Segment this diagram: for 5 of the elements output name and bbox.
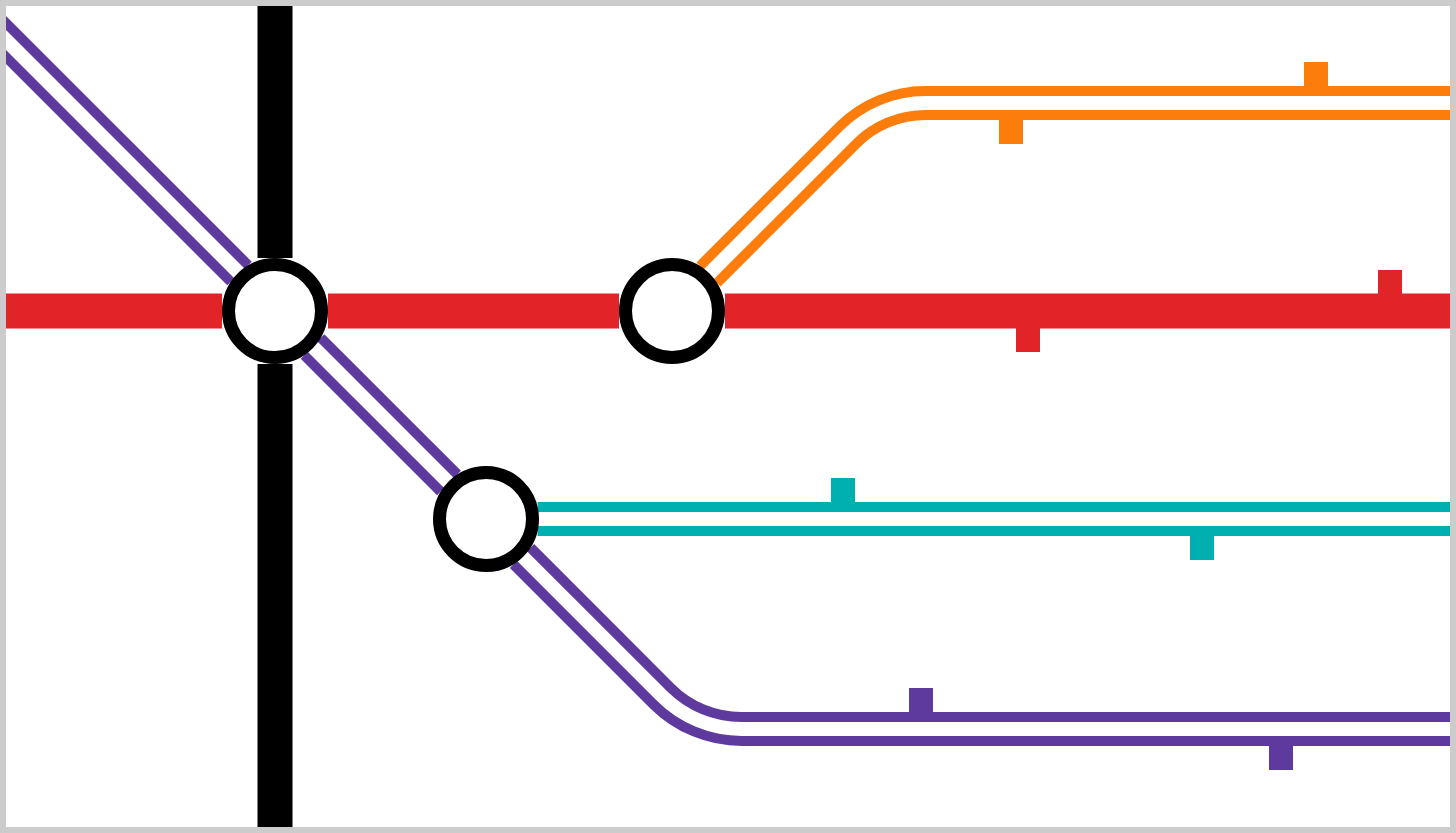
rail-line [328,293,619,329]
rail-line [317,334,461,478]
rail-line [300,351,445,496]
interchange-circle [222,258,328,364]
interchange-circle [433,466,539,572]
